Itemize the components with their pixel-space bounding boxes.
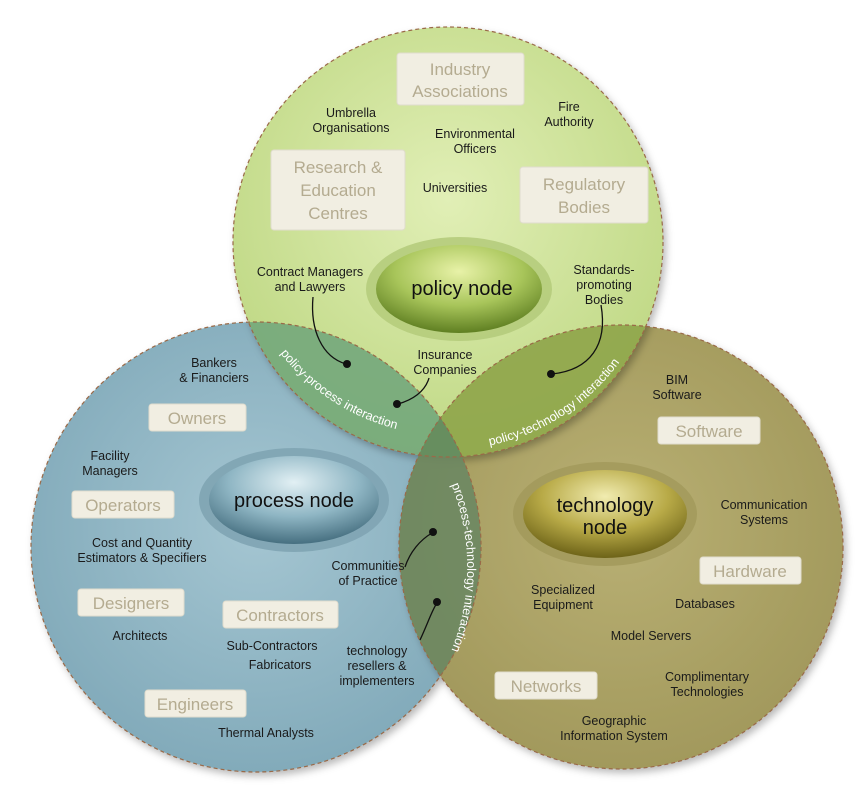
svg-text:Managers: Managers	[82, 464, 138, 478]
box-engineers: Engineers	[144, 689, 247, 718]
label-complimentary-technologies: Complimentary Technologies	[665, 670, 750, 699]
box-software: Software	[657, 416, 761, 445]
label-bankers-financiers: Bankers & Financiers	[179, 356, 248, 385]
svg-text:Bodies: Bodies	[585, 293, 623, 307]
box-owners: Owners	[148, 403, 247, 432]
label-fabricators: Fabricators	[249, 658, 312, 672]
svg-text:Information System: Information System	[560, 729, 668, 743]
svg-text:Geographic: Geographic	[582, 714, 647, 728]
label-communities-of-practice: Communities of Practice	[332, 559, 405, 588]
box-industry-associations: Industry Associations	[396, 52, 525, 106]
label-sub-contractors: Sub-Contractors	[226, 639, 317, 653]
label-bim-software: BIM Software	[652, 373, 701, 402]
label-cost-estimators: Cost and Quantity Estimators & Specifier…	[77, 536, 206, 565]
svg-text:Officers: Officers	[454, 142, 497, 156]
policy-node-label: policy node	[411, 278, 512, 300]
svg-text:Insurance: Insurance	[418, 348, 473, 362]
svg-text:Communication: Communication	[721, 498, 808, 512]
svg-text:Bodies: Bodies	[558, 198, 610, 217]
technology-node: technology node	[513, 462, 697, 566]
svg-text:Authority: Authority	[544, 115, 594, 129]
label-insurance-companies: Insurance Companies	[413, 348, 476, 377]
svg-text:Estimators & Specifiers: Estimators & Specifiers	[77, 551, 206, 565]
label-communication-systems: Communication Systems	[721, 498, 808, 527]
svg-text:Technologies: Technologies	[671, 685, 744, 699]
svg-text:Research &: Research &	[294, 158, 383, 177]
svg-text:Systems: Systems	[740, 513, 788, 527]
label-geographic-information-system: Geographic Information System	[560, 714, 668, 743]
svg-text:Regulatory: Regulatory	[543, 175, 626, 194]
label-databases: Databases	[675, 597, 735, 611]
svg-text:Software: Software	[652, 388, 701, 402]
label-fire-authority: Fire Authority	[544, 100, 594, 129]
svg-text:of Practice: of Practice	[338, 574, 397, 588]
label-specialized-equipment: Specialized Equipment	[531, 583, 595, 612]
svg-text:Fire: Fire	[558, 100, 580, 114]
box-designers: Designers	[77, 588, 185, 617]
process-node-label: process node	[234, 490, 354, 512]
label-facility-managers: Facility Managers	[82, 449, 138, 478]
svg-text:Standards-: Standards-	[573, 263, 634, 277]
label-technology-resellers: technology resellers & implementers	[339, 644, 414, 688]
label-standards-bodies: Standards- promoting Bodies	[573, 263, 634, 307]
svg-text:Facility: Facility	[91, 449, 131, 463]
svg-text:Education: Education	[300, 181, 376, 200]
svg-text:Centres: Centres	[308, 204, 368, 223]
svg-text:and Lawyers: and Lawyers	[275, 280, 346, 294]
svg-text:Organisations: Organisations	[312, 121, 389, 135]
svg-text:Operators: Operators	[85, 496, 161, 515]
svg-text:Software: Software	[675, 422, 742, 441]
svg-text:Industry: Industry	[430, 60, 491, 79]
svg-text:Complimentary: Complimentary	[665, 670, 750, 684]
svg-text:Companies: Companies	[413, 363, 476, 377]
svg-text:Umbrella: Umbrella	[326, 106, 376, 120]
svg-text:BIM: BIM	[666, 373, 688, 387]
label-environmental-officers: Environmental Officers	[435, 127, 515, 156]
process-node: process node	[199, 448, 389, 552]
svg-text:technology: technology	[347, 644, 408, 658]
svg-text:Environmental: Environmental	[435, 127, 515, 141]
svg-text:Equipment: Equipment	[533, 598, 593, 612]
label-umbrella-organisations: Umbrella Organisations	[312, 106, 389, 135]
label-universities: Universities	[423, 181, 488, 195]
leader-lines	[311, 296, 604, 641]
svg-text:& Financiers: & Financiers	[179, 371, 248, 385]
circle-outlines	[30, 26, 844, 773]
svg-text:Contract Managers: Contract Managers	[257, 265, 363, 279]
svg-text:Owners: Owners	[168, 409, 227, 428]
svg-text:Networks: Networks	[511, 677, 582, 696]
label-contract-managers: Contract Managers and Lawyers	[257, 265, 363, 294]
svg-text:Associations: Associations	[412, 82, 507, 101]
svg-text:Bankers: Bankers	[191, 356, 237, 370]
label-architects: Architects	[113, 629, 168, 643]
svg-text:Communities: Communities	[332, 559, 405, 573]
svg-text:promoting: promoting	[576, 278, 632, 292]
svg-text:Designers: Designers	[93, 594, 170, 613]
svg-text:Hardware: Hardware	[713, 562, 787, 581]
svg-text:resellers &: resellers &	[347, 659, 407, 673]
svg-text:Contractors: Contractors	[236, 606, 324, 625]
svg-text:Engineers: Engineers	[157, 695, 234, 714]
label-thermal-analysts: Thermal Analysts	[218, 726, 314, 740]
svg-text:implementers: implementers	[339, 674, 414, 688]
box-regulatory-bodies: Regulatory Bodies	[519, 166, 649, 224]
box-operators: Operators	[71, 490, 175, 519]
box-research-education-centres: Research & Education Centres	[270, 149, 406, 231]
svg-text:Specialized: Specialized	[531, 583, 595, 597]
box-contractors: Contractors	[222, 600, 339, 629]
label-model-servers: Model Servers	[611, 629, 692, 643]
policy-process-overlap	[233, 322, 481, 457]
box-hardware: Hardware	[699, 556, 802, 585]
svg-text:Cost and Quantity: Cost and Quantity	[92, 536, 193, 550]
policy-technology-overlap	[399, 325, 663, 457]
box-networks: Networks	[494, 671, 598, 700]
technology-node-label-2: node	[583, 517, 628, 539]
technology-node-label-1: technology	[557, 495, 654, 517]
policy-node: policy node	[366, 237, 552, 341]
